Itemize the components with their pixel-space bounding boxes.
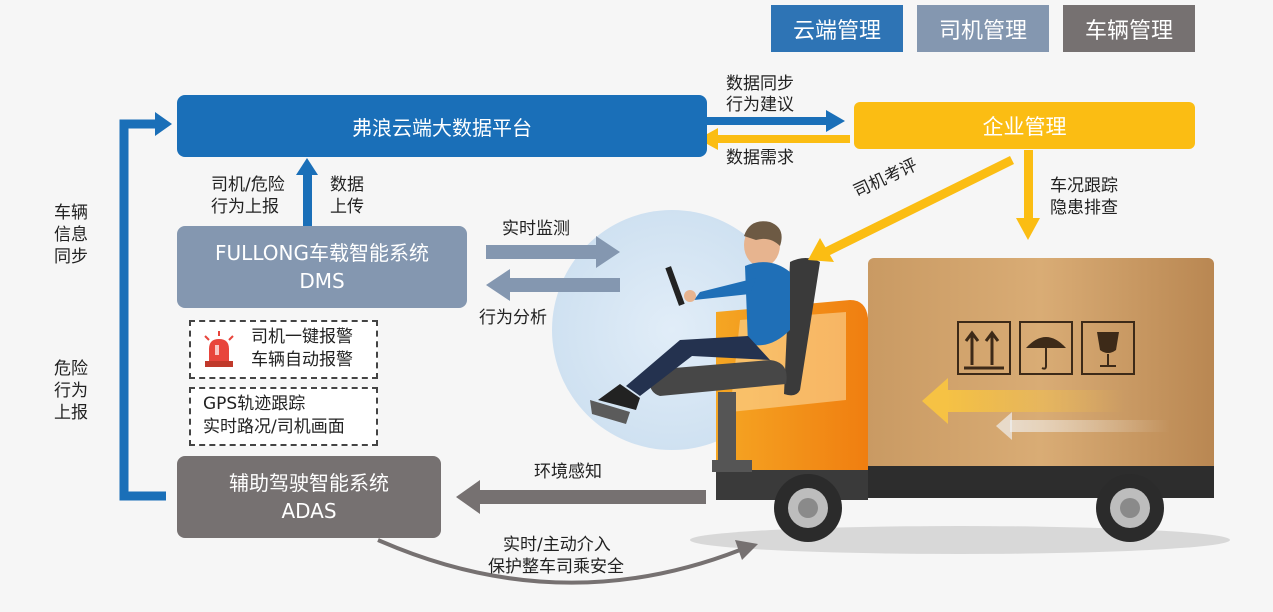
alarm-box: 司机一键报警 车辆自动报警	[189, 320, 378, 379]
data-upload-label-1: 数据	[330, 175, 364, 195]
alarm-light-icon	[204, 331, 234, 367]
vehicle-tracking-label-2: 隐患排查	[1050, 198, 1118, 218]
tab-cloud-management[interactable]: 云端管理	[771, 5, 903, 52]
fragile-icon	[1081, 321, 1135, 375]
vehicle-sync-label-3: 同步	[54, 247, 88, 267]
data-upload-label-2: 上传	[330, 197, 364, 217]
driver-icon	[598, 221, 790, 410]
tab-driver-management[interactable]: 司机管理	[917, 5, 1049, 52]
danger-report-label-2: 行为	[54, 381, 88, 401]
gps-box-line2: 实时路况/司机画面	[203, 417, 345, 437]
enterprise-management-box: 企业管理	[854, 102, 1195, 149]
alarm-box-line2: 车辆自动报警	[251, 350, 353, 370]
adas-subtitle: ADAS	[281, 499, 337, 523]
vehicle-sync-loop-arrow	[119, 119, 166, 501]
realtime-monitor-label: 实时监测	[502, 219, 570, 239]
front-wheel-icon	[774, 474, 842, 542]
dms-box: FULLONG车载智能系统 DMS	[177, 226, 467, 308]
dms-subtitle: DMS	[299, 269, 345, 293]
rear-wheel-icon	[1096, 474, 1164, 542]
driver-report-label-2: 行为上报	[211, 197, 279, 217]
dms-title: FULLONG车载智能系统	[215, 241, 429, 265]
danger-report-label-3: 上报	[54, 403, 88, 423]
this-way-up-icon	[957, 321, 1011, 375]
cloud-platform-label: 弗浪云端大数据平台	[352, 115, 532, 140]
vehicle-sync-label-2: 信息	[54, 225, 88, 245]
enterprise-management-label: 企业管理	[982, 114, 1067, 139]
intervention-label-1: 实时/主动介入	[503, 535, 611, 555]
behavior-analysis-label: 行为分析	[479, 308, 547, 328]
cloud-platform-box: 弗浪云端大数据平台	[177, 95, 707, 157]
driver-report-label-1: 司机/危险	[211, 175, 285, 195]
keep-dry-icon	[1019, 321, 1073, 375]
tab-vehicle-management[interactable]: 车辆管理	[1063, 5, 1195, 52]
data-demand-label: 数据需求	[726, 148, 794, 168]
driver-seat-icon	[649, 258, 820, 472]
vehicle-sync-label-1: 车辆	[54, 203, 88, 223]
adas-title: 辅助驾驶智能系统	[229, 471, 389, 495]
danger-report-label-1: 危险	[54, 359, 88, 379]
gps-box-line1: GPS轨迹跟踪	[203, 394, 306, 414]
behavior-advice-label: 行为建议	[726, 95, 794, 115]
vehicle-tracking-label-1: 车况跟踪	[1050, 176, 1118, 196]
environment-perception-label: 环境感知	[534, 462, 602, 482]
gps-box: GPS轨迹跟踪 实时路况/司机画面	[189, 387, 378, 446]
alarm-box-line1: 司机一键报警	[251, 327, 353, 347]
intervention-label-2: 保护整车司乘安全	[488, 557, 624, 577]
adas-box: 辅助驾驶智能系统 ADAS	[177, 456, 441, 538]
data-sync-label: 数据同步	[726, 74, 794, 94]
